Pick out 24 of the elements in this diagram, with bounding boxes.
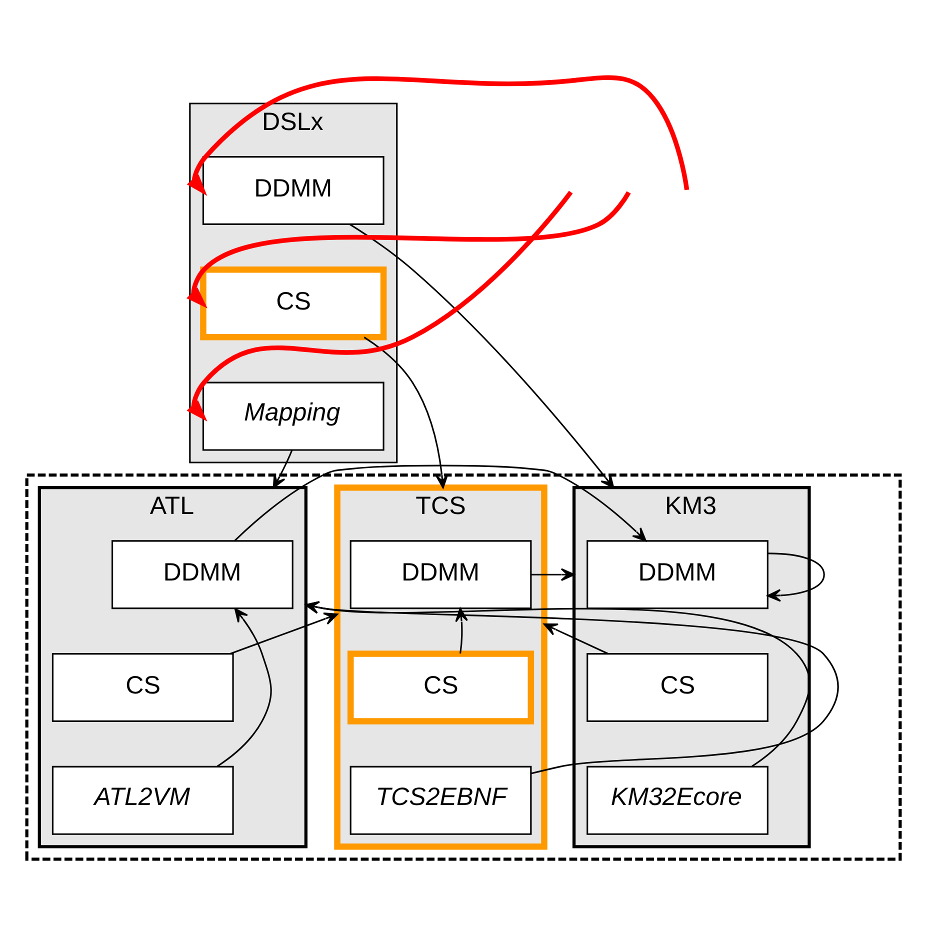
- arrow: [230, 612, 338, 654]
- node-box: Mapping: [202, 381, 384, 450]
- node-box: DDMM: [202, 156, 384, 224]
- node-box: DDMM: [112, 540, 294, 609]
- arrow: [349, 223, 614, 488]
- arrow: [543, 622, 608, 654]
- node-box: TCS2EBNF: [350, 765, 532, 834]
- node-box: KM32Ecore: [586, 765, 768, 834]
- arrow: [530, 568, 575, 581]
- node-box: CS: [586, 652, 768, 722]
- arrow: [234, 464, 646, 541]
- arrow: [364, 336, 448, 488]
- arrow: [186, 190, 631, 308]
- arrow: [186, 74, 690, 196]
- arrow: [216, 608, 272, 766]
- node-box: ATL2VM: [52, 765, 234, 834]
- arrow: [186, 190, 573, 421]
- node-box: DDMM: [350, 540, 532, 609]
- arrow: [766, 552, 825, 602]
- node-box: DDMM: [586, 540, 768, 609]
- arrow: [272, 449, 293, 488]
- node-box: CS: [200, 266, 387, 340]
- node-box: CS: [52, 652, 234, 722]
- node-box: CS: [347, 650, 534, 724]
